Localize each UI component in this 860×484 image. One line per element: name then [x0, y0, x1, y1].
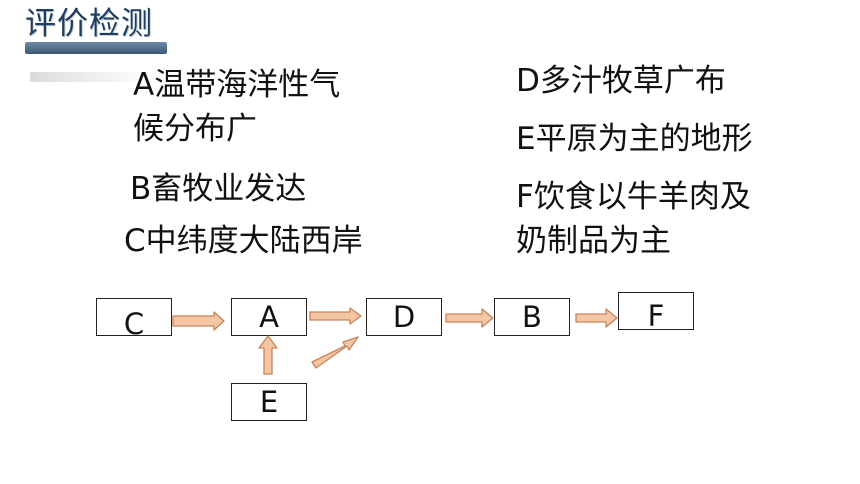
box-a: A	[231, 298, 307, 336]
arrow-d-to-b	[445, 308, 494, 328]
box-e: E	[231, 383, 307, 421]
arrow-b-to-f	[575, 308, 618, 328]
box-b-label: B	[522, 300, 542, 334]
box-d-label: D	[392, 300, 416, 334]
box-d: D	[366, 298, 442, 336]
statement-e: E平原为主的地形	[516, 121, 753, 157]
arrow-e-to-a	[258, 335, 278, 375]
statement-f-line1: F饮食以牛羊肉及	[516, 179, 751, 215]
statement-a-line2: 候分布广	[133, 111, 257, 147]
statement-a-line1: A温带海洋性气	[133, 67, 341, 103]
box-f-label: F	[647, 299, 665, 333]
box-f: F	[618, 292, 694, 333]
statement-b: B畜牧业发达	[130, 171, 307, 207]
statement-c: C中纬度大陆西岸	[124, 223, 363, 259]
title-underline-bar	[25, 42, 167, 54]
page-title-block: 评价检测	[25, 4, 153, 44]
box-c: C	[96, 298, 172, 341]
statement-f-line2: 奶制品为主	[516, 223, 671, 259]
box-b: B	[494, 298, 570, 336]
box-c-label: C	[123, 307, 145, 341]
statement-d: D多汁牧草广布	[516, 63, 726, 99]
title-shadow-decoration	[30, 72, 250, 82]
arrow-c-to-a	[172, 311, 225, 331]
arrow-a-to-d	[309, 307, 362, 325]
box-e-label: E	[259, 385, 279, 419]
page-title: 评价检测	[25, 6, 153, 42]
arrow-e-to-d	[311, 336, 359, 369]
box-a-label: A	[259, 300, 279, 334]
